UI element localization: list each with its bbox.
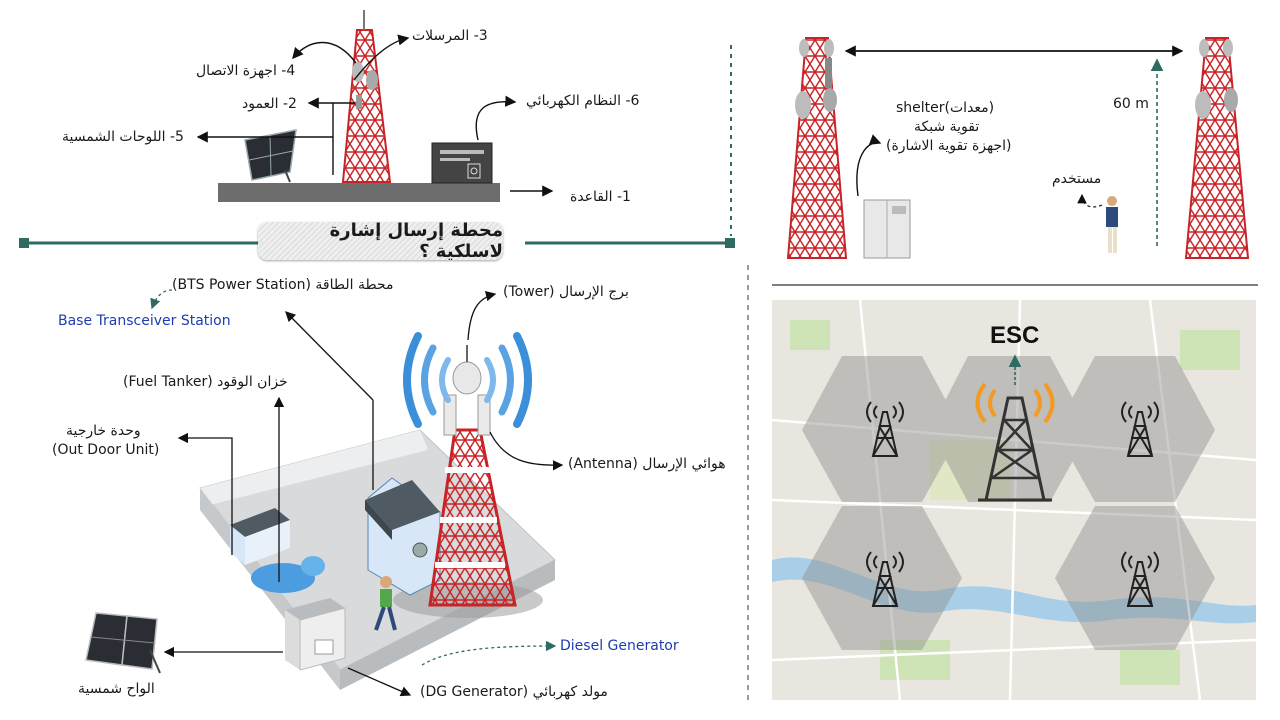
label-shelter-line2: تقوية شبكة — [914, 119, 980, 135]
section1-power-cabinet — [431, 142, 493, 184]
fuel-tank — [251, 556, 325, 593]
title-connectors — [19, 45, 735, 248]
small-tower-icons — [866, 401, 1159, 607]
section3-diagram — [85, 289, 564, 697]
label-outdoor-unit-en: (Out Door Unit) — [52, 442, 160, 458]
label-diesel-generator: Diesel Generator — [560, 638, 679, 654]
label-base: 1- القاعدة — [570, 189, 631, 205]
base-slab — [218, 183, 500, 202]
section4-map — [771, 299, 1257, 701]
label-esc: ESC — [990, 322, 1040, 349]
section2-right-tower — [1184, 37, 1250, 259]
label-comm-devices: 4- اجهزة الاتصال — [196, 63, 296, 79]
shelter-cabinet — [863, 199, 911, 259]
label-base-transceiver: Base Transceiver Station — [58, 313, 231, 329]
walking-person — [374, 576, 397, 631]
esc-tower — [975, 354, 1055, 502]
label-power-system: 6- النظام الكهربائي — [526, 93, 640, 109]
label-shelter: shelter(معدات) — [896, 100, 995, 116]
label-outdoor-unit-ar: وحدة خارجية — [66, 423, 141, 439]
label-distance: 60 m — [1113, 96, 1149, 112]
label-dg-generator: مولد كهربائي (DG Generator) — [420, 684, 608, 700]
label-solar-panels: 5- اللوحات الشمسية — [62, 129, 184, 145]
signal-waves — [403, 332, 532, 428]
main-tower — [428, 345, 517, 607]
section2-diagram — [781, 0, 1273, 262]
label-pole: 2- العمود — [242, 96, 297, 112]
label-bts-power: (BTS Power Station) محطة الطاقة — [172, 277, 394, 293]
label-tower: برج الإرسال (Tower) — [503, 284, 629, 300]
label-transmitters: 3- المرسلات — [412, 28, 488, 44]
label-user: مستخدم — [1052, 171, 1102, 187]
label-antenna: هوائي الإرسال (Antenna) — [568, 456, 726, 472]
label-fuel-tanker: خزان الوقود (Fuel Tanker) — [123, 374, 288, 390]
section1-tower — [341, 10, 392, 183]
label-solar-panels-bottom: الواح شمسية — [78, 681, 155, 697]
dg-generator — [285, 598, 346, 671]
page-title: محطة إرسال إشارة لاسلكية ؟ — [258, 220, 503, 262]
section1-diagram — [196, 10, 554, 202]
user-person — [1106, 196, 1118, 253]
section2-left-tower — [786, 37, 848, 259]
label-shelter-line3: (اجهزة تقوية الاشارة) — [886, 138, 1012, 154]
section3-solar-panels — [85, 612, 161, 674]
power-station-house — [365, 477, 441, 596]
section1-solar-panel — [244, 129, 297, 183]
